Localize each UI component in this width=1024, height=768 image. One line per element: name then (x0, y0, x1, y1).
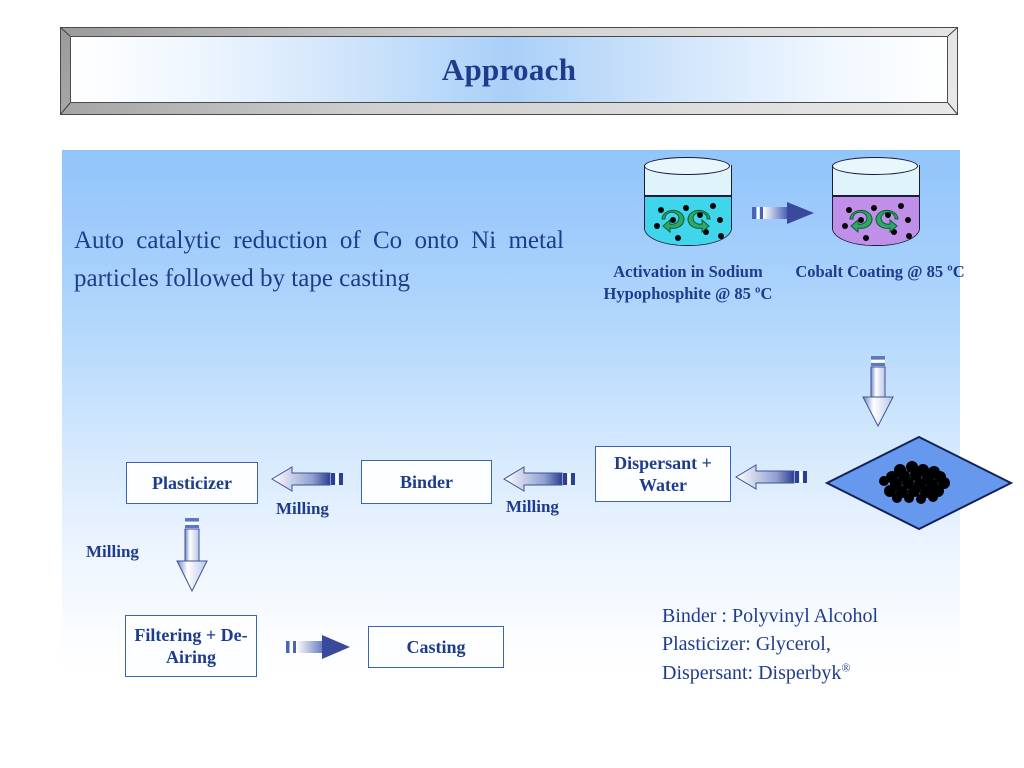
particle (697, 212, 703, 218)
liquid-surface-line (833, 195, 919, 197)
flow-box-plasticizer-label: Plasticizer (152, 472, 232, 493)
beaker-cobalt-group: Cobalt Coating @ 85 ºC (795, 155, 965, 281)
arrow-left-icon (735, 464, 807, 490)
particle (717, 217, 723, 223)
flow-box-plasticizer[interactable]: Plasticizer (126, 462, 258, 504)
page-title: Approach (441, 51, 577, 87)
arrow-right-icon (286, 635, 350, 659)
beaker-activation-caption: Activation in Sodium Hypophosphite @ 85 … (603, 262, 773, 303)
beaker-activation-group: Activation in Sodium Hypophosphite @ 85 … (604, 155, 772, 303)
arrow-down-icon (862, 356, 894, 428)
particle (710, 203, 716, 209)
flow-box-binder-label: Binder (399, 471, 453, 492)
particle (905, 217, 911, 223)
stir-arrows-icon (849, 209, 899, 233)
arrow-right-icon (752, 202, 814, 224)
particle (718, 233, 724, 239)
particle (863, 235, 869, 241)
liquid-surface-line (645, 195, 731, 197)
particle (906, 233, 912, 239)
flow-box-casting-label: Casting (406, 636, 466, 657)
flow-box-binder[interactable]: Binder (361, 460, 492, 504)
legend-line-binder: Binder : Polyvinyl Alcohol (662, 605, 879, 627)
beaker-body (644, 165, 732, 246)
arrow-left-icon (271, 466, 343, 492)
registered-trademark-symbol: ® (841, 660, 851, 675)
legend-line-plasticizer: Plasticizer: Glycerol, (662, 633, 831, 656)
particle (842, 223, 848, 229)
particle (658, 207, 664, 213)
slide-content-panel: Auto catalytic reduction of Co onto Ni m… (62, 150, 1014, 684)
coated-particles-diamond-icon (824, 435, 1014, 531)
arrow-left-icon (503, 466, 575, 492)
flow-box-dispersant[interactable]: Dispersant + Water (595, 446, 731, 502)
beaker-body (832, 165, 920, 246)
legend-dispersant-text: Dispersant: Disperbyk (662, 661, 842, 684)
intro-paragraph: Auto catalytic reduction of Co onto Ni m… (74, 227, 564, 292)
beaker-icon (642, 155, 734, 253)
particle (858, 217, 864, 223)
materials-legend: Binder : Polyvinyl Alcohol Plasticizer: … (662, 602, 878, 687)
title-inner-panel: Approach (70, 36, 948, 103)
legend-line-dispersant: Dispersant: Disperbyk® (662, 659, 878, 687)
particle (703, 229, 709, 235)
beaker-cobalt-caption: Cobalt Coating @ 85 ºC (795, 262, 965, 281)
arrow-down-icon (176, 518, 208, 593)
particle (675, 235, 681, 241)
particle (846, 207, 852, 213)
slide-title-bar: Approach (60, 27, 958, 115)
flow-box-filtering[interactable]: Filtering + De-Airing (125, 615, 257, 677)
beaker-icon (830, 155, 922, 253)
particle (885, 212, 891, 218)
particle (670, 217, 676, 223)
beaker-rim (832, 157, 918, 175)
milling-label-3: Milling (86, 542, 139, 561)
milling-label-1: Milling (276, 499, 329, 518)
stir-arrows-icon (661, 209, 711, 233)
beaker-rim (644, 157, 730, 175)
particle (891, 229, 897, 235)
particle (871, 205, 877, 211)
flow-box-filtering-label: Filtering + De-Airing (134, 624, 248, 668)
particle (898, 203, 904, 209)
flow-box-casting[interactable]: Casting (368, 626, 504, 668)
particle (683, 205, 689, 211)
particle (654, 223, 660, 229)
flow-box-dispersant-label: Dispersant + Water (614, 452, 712, 496)
milling-label-2: Milling (506, 497, 559, 516)
